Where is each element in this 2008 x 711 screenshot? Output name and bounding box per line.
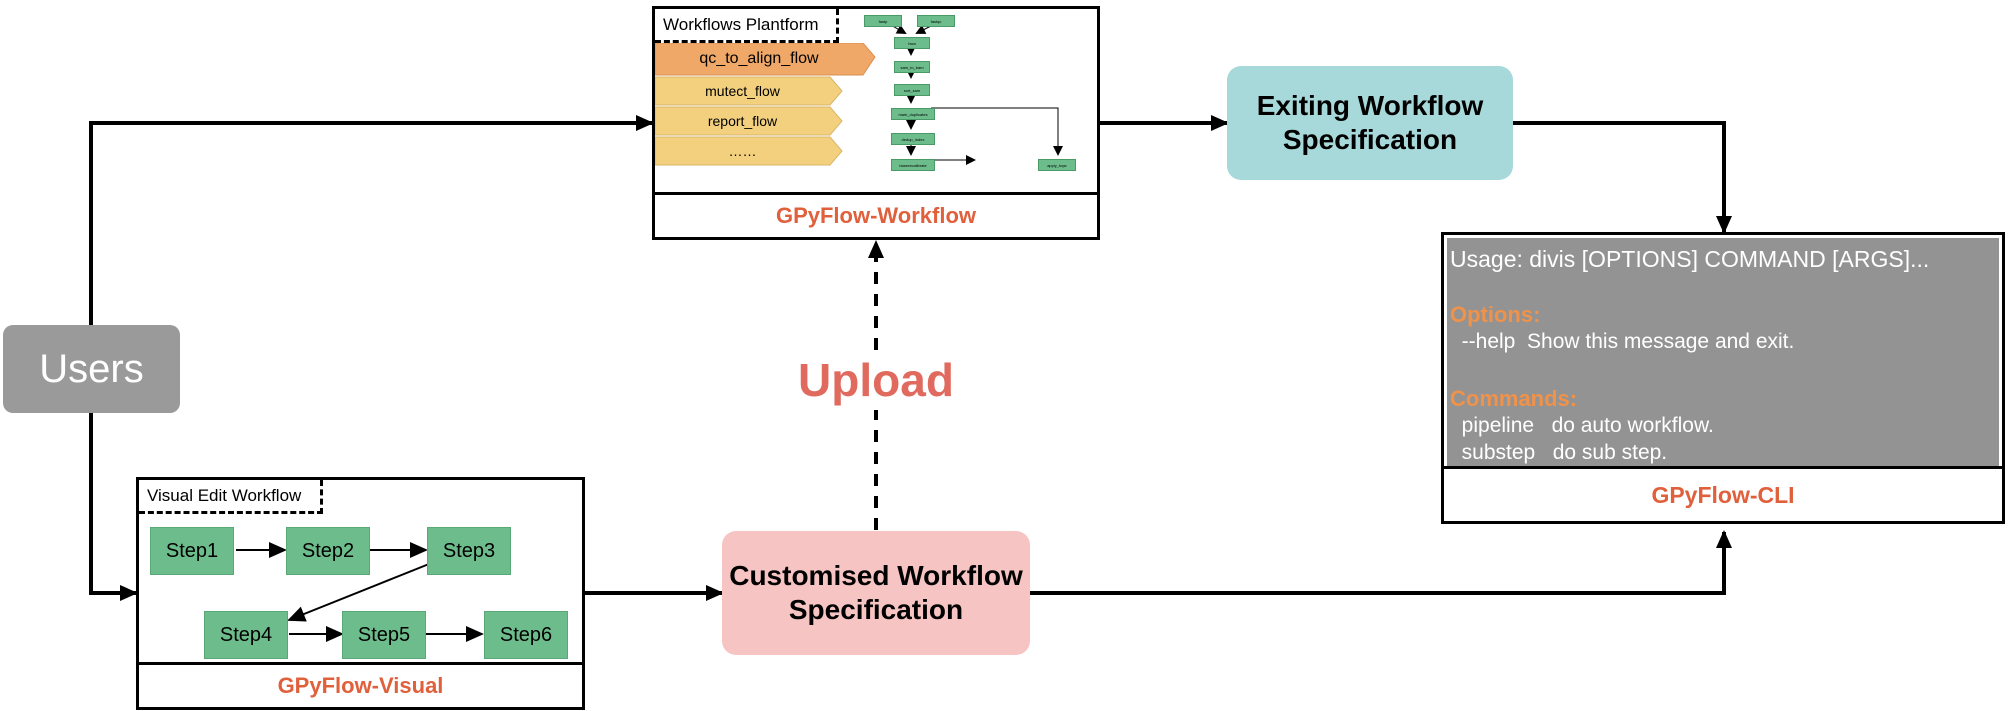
visual-panel-tab: Visual Edit Workflow xyxy=(139,480,323,514)
mini-step: sort_sam xyxy=(894,84,930,96)
workflow-panel-title: GPyFlow-Workflow xyxy=(775,203,977,228)
flow-item-label-active: qc_to_align_flow xyxy=(699,50,819,67)
flow-item-shape[interactable] xyxy=(655,76,843,106)
cli-panel-title: GPyFlow-CLI xyxy=(1651,481,1795,508)
users-node: Users xyxy=(3,325,180,413)
mini-step: mark_duplicates xyxy=(891,108,935,120)
exiting-spec-line1: Exiting Workflow xyxy=(1256,90,1484,121)
visual-panel: Visual Edit Workflow Step1 Step2 Step3 S… xyxy=(136,477,585,710)
mini-step: bwa xyxy=(894,37,930,49)
cli-commands-header: Commands: xyxy=(1450,386,1578,411)
visual-step[interactable]: Step2 xyxy=(286,527,370,575)
mini-step: dedup_index xyxy=(891,133,935,145)
cli-option-help: --help Show this message and exit. xyxy=(1450,330,1795,353)
users-label: Users xyxy=(39,346,144,391)
cli-command-pipeline: pipeline do auto workflow. xyxy=(1450,414,1714,437)
exiting-spec-line2: Specification xyxy=(1282,124,1458,155)
cli-console: Usage: divis [OPTIONS] COMMAND [ARGS]...… xyxy=(1447,238,1999,466)
cli-command-substep: substep do sub step. xyxy=(1450,441,1668,464)
visual-panel-footer: GPyFlow-Visual xyxy=(139,662,582,707)
visual-step[interactable]: Step6 xyxy=(484,611,568,659)
mini-step: baserecalibrate xyxy=(891,159,935,171)
cli-panel-footer: GPyFlow-CLI xyxy=(1444,466,2002,521)
mini-step: apply_bqsr xyxy=(1038,159,1076,171)
flow-item-shape[interactable] xyxy=(655,106,843,136)
exiting-spec-node: Exiting Workflow Specification xyxy=(1227,66,1513,180)
mini-workflow-graph xyxy=(886,22,1063,165)
visual-step-connectors xyxy=(236,542,484,642)
workflow-panel: Workflows Plantform qc_to_align_flow mut… xyxy=(652,6,1100,240)
mini-step: sam_to_bam xyxy=(894,61,930,73)
exiting-to-cli-arrow xyxy=(1512,121,1732,234)
visual-step[interactable]: Step1 xyxy=(150,527,234,575)
flow-item-label: …… xyxy=(728,143,757,159)
visual-panel-tab-label: Visual Edit Workflow xyxy=(147,485,302,505)
workflow-panel-tab-label: Workflows Plantform xyxy=(663,14,819,34)
flow-list xyxy=(655,43,876,166)
custom-to-cli-arrow xyxy=(1030,530,1732,595)
visual-panel-title: GPyFlow-Visual xyxy=(277,673,444,698)
upload-label: Upload xyxy=(798,354,954,406)
cli-usage: Usage: divis [OPTIONS] COMMAND [ARGS]... xyxy=(1450,246,1930,272)
mini-step: fastp xyxy=(864,15,902,27)
workflow-panel-footer: GPyFlow-Workflow xyxy=(655,192,1097,237)
flow-item-shape[interactable] xyxy=(655,136,843,166)
workflow-panel-tab: Workflows Plantform xyxy=(655,9,839,43)
users-to-visual-arrow xyxy=(89,413,138,601)
visual-step[interactable]: Step5 xyxy=(342,611,426,659)
visual-step[interactable]: Step3 xyxy=(427,527,511,575)
custom-spec-node: Customised Workflow Specification xyxy=(722,531,1030,655)
users-to-workflow-arrow xyxy=(89,115,654,325)
cli-panel: Usage: divis [OPTIONS] COMMAND [ARGS]...… xyxy=(1441,232,2005,524)
cli-options-header: Options: xyxy=(1450,302,1541,327)
flow-item-label: report_flow xyxy=(707,113,778,129)
flow-item-shape-active[interactable] xyxy=(655,43,876,76)
custom-spec-line1: Customised Workflow xyxy=(729,560,1023,591)
visual-step[interactable]: Step4 xyxy=(204,611,288,659)
flow-item-label: mutect_flow xyxy=(705,83,780,99)
mini-step: fastqc xyxy=(917,15,955,27)
custom-spec-line2: Specification xyxy=(788,594,964,625)
